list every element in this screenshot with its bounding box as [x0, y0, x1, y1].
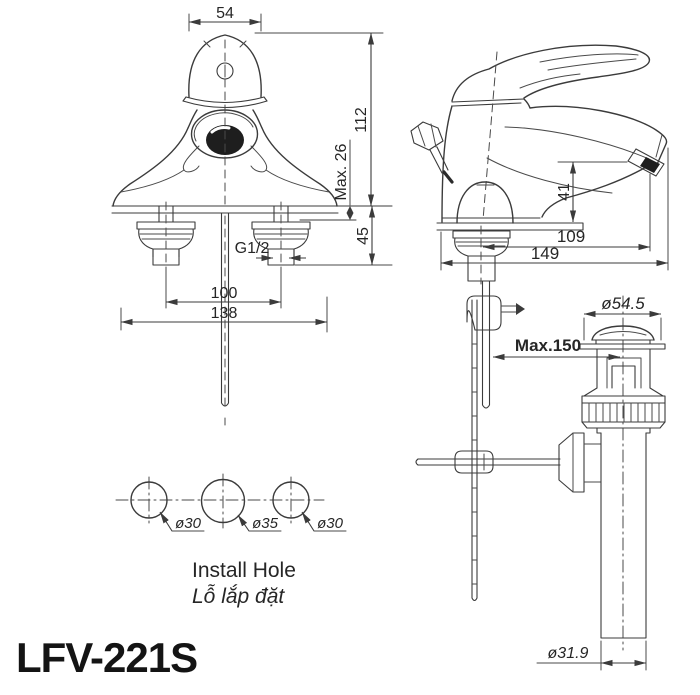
faucet-body-right-outline [252, 109, 338, 207]
faucet-body-back-edge [441, 105, 453, 223]
dim-handle-width: 54 [216, 5, 234, 22]
product-code-label: LFV-221S [16, 634, 197, 681]
dim-spout-reach: 109 [557, 227, 585, 246]
dim-flange-diameter: ø54.5 [601, 294, 645, 313]
mounting-nut-side [452, 225, 511, 285]
tailpipe [600, 432, 647, 639]
spout-outlet-opening [206, 125, 244, 155]
deck-lines-side [436, 222, 584, 231]
lift-rod-lower [481, 280, 491, 409]
side-view-drawing [410, 44, 668, 602]
holes-centerlines-vertical [148, 473, 292, 529]
spout-underside-outline [541, 165, 649, 218]
faucet-handle-side-outline [451, 44, 651, 102]
dim-spout-height: 41 [556, 183, 573, 201]
coupling-nut [558, 432, 602, 493]
dim-inlet-spacing: 100 [211, 285, 238, 302]
horizontal-pivot-rod [415, 450, 561, 474]
spout-top-outline [523, 98, 668, 170]
drain-assembly-drawing: ø54.5 Max.150 ø31.9 41 109 149 [440, 147, 669, 671]
inlet-stud-right [251, 201, 311, 270]
clamp-bracket [466, 295, 525, 331]
hole-label-center: ø35 [252, 515, 279, 532]
install-holes-drawing: ø30 ø35 ø30 Install Hole Lỗ lắp đặt [115, 473, 347, 608]
install-hole-caption-vi: Lỗ lắp đặt [192, 585, 285, 608]
side-centerline [482, 51, 498, 221]
hole-label-right: ø30 [317, 515, 344, 532]
hole-label-left: ø30 [175, 515, 202, 532]
front-view-drawing: 54 112 Max. 26 45 G1/2 100 138 [111, 5, 393, 426]
install-hole-center [200, 478, 246, 524]
escutcheon-dome [456, 181, 514, 224]
faucet-body-left-outline [112, 109, 198, 207]
install-hole-caption-en: Install Hole [192, 559, 296, 582]
inlet-stud-left [136, 201, 196, 270]
pop-up-strap [471, 299, 478, 602]
dim-tailpipe-diameter: ø31.9 [548, 645, 589, 662]
dim-body-height: 112 [353, 107, 370, 133]
faucet-handle-front-outline [188, 34, 262, 98]
install-hole-right [272, 481, 310, 519]
popup-flange [579, 325, 666, 350]
thread-size-label: G1/2 [235, 240, 270, 257]
drain-body [581, 348, 666, 434]
dim-max-deck-thickness: Max. 26 [333, 143, 350, 200]
lift-rod-knob [410, 121, 454, 184]
dim-base-width: 138 [211, 305, 238, 322]
install-hole-left [130, 481, 168, 519]
aerator-tip [627, 148, 665, 177]
dim-rod-max-length: Max.150 [515, 336, 581, 355]
dim-overall-depth: 149 [531, 244, 559, 263]
dim-shank-length: 45 [355, 227, 372, 245]
